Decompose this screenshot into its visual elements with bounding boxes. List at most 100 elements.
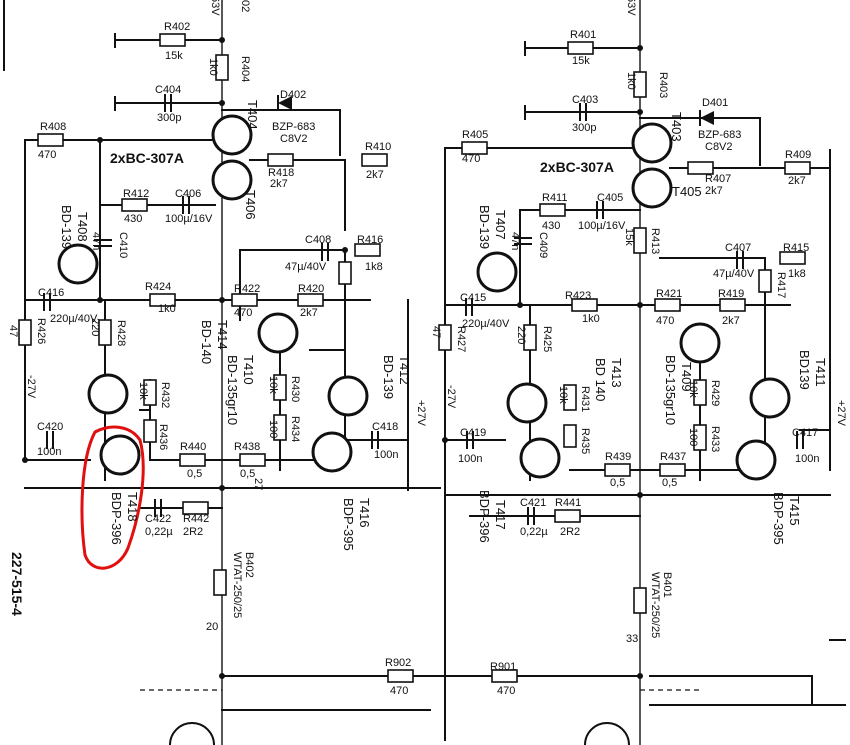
label-n63-left: 63V (209, 0, 221, 16)
resistor-r428 (98, 319, 112, 346)
value-c403: 300p (572, 122, 596, 134)
value-r424: 1k0 (158, 303, 176, 315)
capacitor-c407 (736, 251, 744, 269)
transistor-t403 (631, 122, 673, 164)
label-r405: R405 (462, 129, 488, 141)
label-n02: 02 (239, 0, 251, 12)
label-t417: T417 (493, 500, 508, 530)
value-r425: 220 (515, 326, 527, 344)
label-r421: R421 (656, 288, 682, 300)
label-r403: R403 (657, 72, 669, 98)
capacitor-c419 (466, 431, 474, 449)
left-channel-wiring (3, 0, 441, 745)
value-t412: BD-139 (381, 355, 396, 399)
label-t406: T406 (243, 190, 258, 220)
label-c405: C405 (597, 192, 623, 204)
value-r431: 10k (557, 386, 569, 404)
resistor-r423 (571, 298, 598, 312)
value-r404: 1k0 (207, 58, 219, 76)
resistor-r401 (567, 41, 594, 55)
label-r419: R419 (718, 288, 744, 300)
value-r426: 47 (7, 325, 19, 337)
label-r425: R425 (541, 326, 553, 352)
transistor-t405 (631, 167, 673, 209)
value-r413: 15k (623, 228, 635, 246)
label-r413: R413 (649, 228, 661, 254)
value-r418: 2k7 (270, 178, 288, 190)
value-r419: 2k7 (722, 315, 740, 327)
transistor-t410 (257, 312, 299, 354)
value-r902: 470 (390, 685, 408, 697)
label-r411: R411 (542, 192, 567, 204)
resistor-r440 (179, 453, 206, 467)
resistor-r409 (784, 161, 811, 175)
value-r415: 1k8 (788, 268, 806, 280)
resistor-r433 (693, 424, 707, 451)
transistor-t414 (87, 373, 129, 415)
transistor-t406 (211, 159, 253, 201)
resistor-r427 (438, 324, 452, 351)
value-r430: 10k (267, 376, 279, 394)
value1-d401: BZP-683 (698, 129, 741, 141)
label-t409: T409 (679, 362, 694, 392)
value-c410: 47n (90, 232, 102, 250)
resistor-r419 (719, 298, 746, 312)
speaker-left-icon (168, 722, 216, 745)
transistor-t408 (57, 243, 99, 285)
capacitor-c418 (371, 431, 379, 449)
label-n27: 27 (252, 478, 264, 490)
capacitor-c416 (43, 293, 51, 311)
value-c415: 220µ/40V (462, 318, 510, 330)
label-t408: T408 (75, 212, 90, 242)
value-r428: 220 (89, 318, 101, 336)
label-r433: R433 (709, 426, 721, 452)
resistor-r408 (37, 133, 64, 147)
label-r436: R436 (157, 424, 169, 450)
value-r429: 10k (687, 380, 699, 398)
value-r440: 0,5 (187, 468, 202, 480)
value-r401: 15k (572, 55, 590, 67)
value-r439: 0,5 (610, 477, 625, 489)
resistor-r438 (239, 453, 266, 467)
value-r433: 100 (687, 428, 699, 446)
label-r430: R430 (289, 376, 301, 402)
value-t418: BDP-396 (109, 492, 124, 545)
label-c409: C409 (537, 232, 549, 258)
value-r437: 0,5 (662, 477, 677, 489)
value-r420: 2k7 (300, 307, 318, 319)
left-transistors (57, 114, 369, 476)
speaker-right-icon (583, 722, 631, 745)
resistor-r418 (267, 153, 294, 167)
label-c420: C420 (37, 421, 63, 433)
label-r423: R423 (565, 290, 591, 302)
value-c420: 100n (37, 446, 61, 458)
label-c403: C403 (572, 94, 598, 106)
capacitor-c408 (321, 243, 329, 261)
label-d402: D402 (280, 89, 306, 101)
label-c408: C408 (305, 234, 331, 246)
label-c417: C417 (792, 427, 818, 439)
capacitor-c403 (579, 103, 587, 121)
label-v27-pos-left: +27V (415, 400, 427, 427)
capacitor-c421 (527, 507, 535, 525)
capacitor-c410 (94, 239, 112, 247)
label-n20: 20 (206, 621, 218, 633)
label-r902: R902 (385, 657, 411, 669)
value-c418: 100n (374, 449, 398, 461)
label-r417: R417 (775, 272, 787, 298)
transistor-t413 (506, 382, 548, 424)
label-v27-neg-left: -27V (25, 375, 37, 399)
resistor-r442 (182, 501, 209, 515)
capacitor-c406 (182, 196, 190, 214)
value-r402: 15k (165, 50, 183, 62)
label-d401: D401 (702, 97, 728, 109)
label-t412: T412 (397, 355, 412, 385)
value-r421: 470 (656, 315, 674, 327)
value-t407: BD-139 (477, 205, 492, 249)
capacitor-c415 (465, 298, 473, 316)
label-c418: C418 (372, 421, 398, 433)
value-b401: WTAT-250/25 (649, 572, 661, 638)
label-r402: R402 (164, 21, 190, 33)
label-r442: R442 (183, 513, 209, 525)
label-r401: R401 (570, 29, 596, 41)
